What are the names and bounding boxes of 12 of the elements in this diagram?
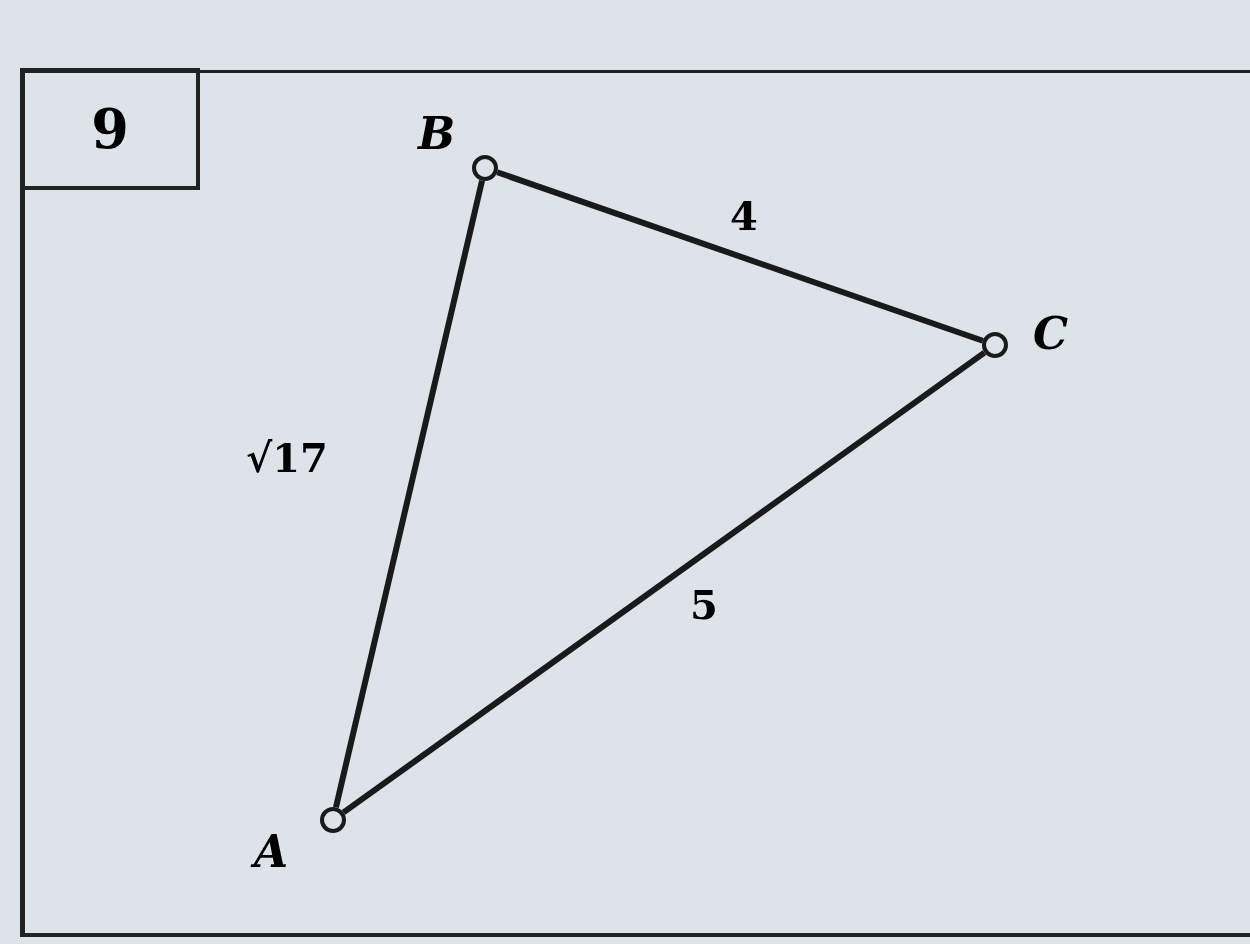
edge-label: 5 xyxy=(690,585,718,625)
edge-label: 4 xyxy=(730,196,758,236)
vertex-label: C xyxy=(1033,312,1069,356)
vertex-point xyxy=(320,807,346,833)
vertex-label: B xyxy=(418,112,456,156)
vertex-point xyxy=(982,332,1008,358)
vertex-point xyxy=(472,155,498,181)
edge-label: √17 xyxy=(246,438,328,478)
triangle-side xyxy=(341,350,987,815)
triangle-side xyxy=(496,169,984,344)
triangle-side xyxy=(333,179,485,809)
problem-number: 9 xyxy=(20,68,200,190)
